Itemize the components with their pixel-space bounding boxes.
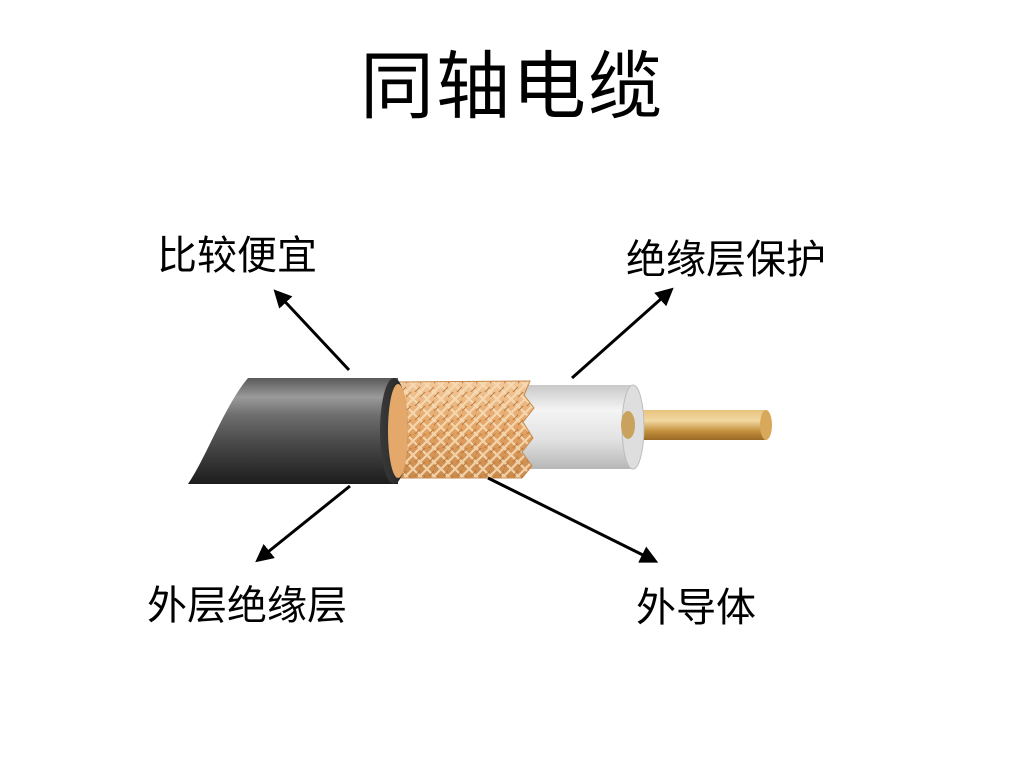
- label-cheap: 比较便宜: [157, 233, 317, 279]
- arrow-insulation-protection: [571, 287, 674, 380]
- outer-jacket: [188, 378, 408, 484]
- label-outer-conductor: 外导体: [636, 585, 756, 631]
- dielectric-insulation: [520, 384, 645, 470]
- arrow-outer-insulation: [255, 484, 351, 563]
- arrow-outer-conductor: [487, 476, 659, 563]
- page-title: 同轴电缆: [360, 44, 664, 130]
- label-insulation-protection: 绝缘层保护: [626, 237, 826, 283]
- braided-shield: [391, 380, 535, 479]
- label-outer-insulation: 外层绝缘层: [147, 583, 347, 629]
- arrow-cheap: [273, 289, 351, 372]
